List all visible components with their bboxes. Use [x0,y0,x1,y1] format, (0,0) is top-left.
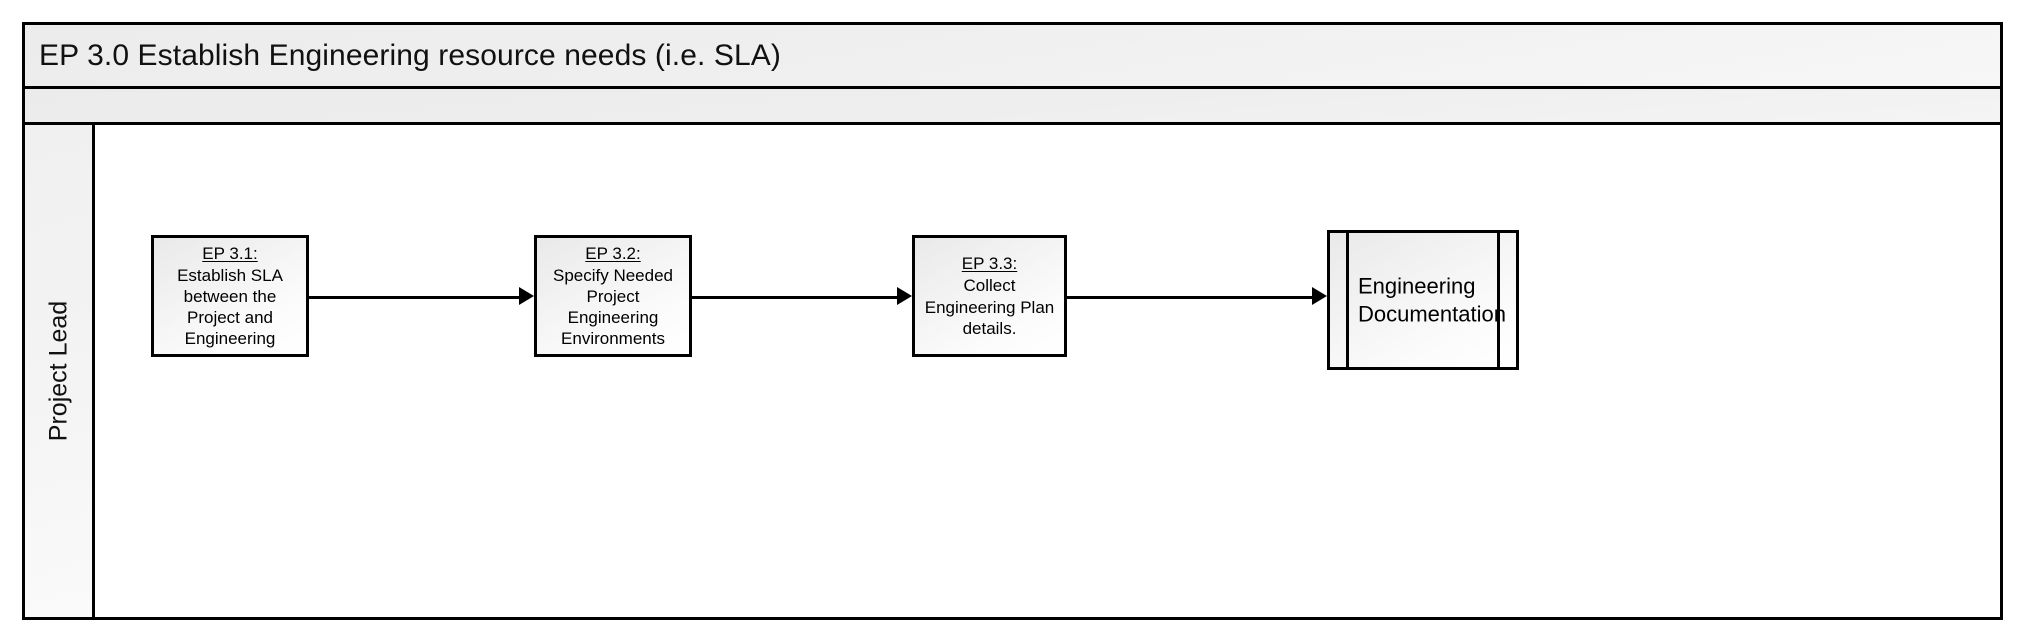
connector-ep-3-1-to-ep-3-2 [309,296,527,299]
swimlane-diagram-frame: EP 3.0 Establish Engineering resource ne… [22,22,2003,620]
process-node-ep-3-3-code: EP 3.3: [961,254,1018,274]
process-node-ep-3-1-code: EP 3.1: [202,243,258,263]
document-right-bar-icon [1497,233,1500,367]
process-node-ep-3-3-content: EP 3.3: Collect Engineering Plan details… [915,253,1064,338]
process-node-ep-3-1-description: Establish SLA between the Project and En… [177,265,283,349]
process-node-ep-3-1-content: EP 3.1: Establish SLA between the Projec… [154,243,306,349]
process-node-ep-3-3-description: Collect Engineering Plan details. [924,276,1055,338]
document-left-bar-icon [1346,233,1349,367]
arrowhead-icon-ep-3-3 [897,287,912,305]
process-node-ep-3-2-description: Specify Needed Project Engineering Envir… [552,265,674,349]
lane-header-project-lead: Project Lead [25,125,95,617]
diagram-subheader-bar [25,89,2000,125]
predefined-process-node-label: Engineering Documentation [1358,273,1506,327]
predefined-process-node-engineering-documentation[interactable]: Engineering Documentation [1327,230,1519,370]
process-node-ep-3-2-content: EP 3.2: Specify Needed Project Engineeri… [537,243,689,349]
arrowhead-icon-engineering-documentation [1312,287,1327,305]
connector-ep-3-2-to-ep-3-3 [692,296,905,299]
process-node-ep-3-3[interactable]: EP 3.3: Collect Engineering Plan details… [912,235,1067,357]
arrowhead-icon-ep-3-2 [519,287,534,305]
lane-label: Project Lead [44,300,72,442]
connector-ep-3-3-to-engineering-documentation [1067,296,1320,299]
process-node-ep-3-1[interactable]: EP 3.1: Establish SLA between the Projec… [151,235,309,357]
diagram-title: EP 3.0 Establish Engineering resource ne… [39,38,781,72]
lane-body: EP 3.1: Establish SLA between the Projec… [95,125,2000,617]
swimlane-area: Project Lead EP 3.1: Establish SLA betwe… [25,125,2000,617]
process-node-ep-3-2[interactable]: EP 3.2: Specify Needed Project Engineeri… [534,235,692,357]
process-node-ep-3-2-code: EP 3.2: [585,243,641,263]
diagram-title-bar: EP 3.0 Establish Engineering resource ne… [25,25,2000,89]
